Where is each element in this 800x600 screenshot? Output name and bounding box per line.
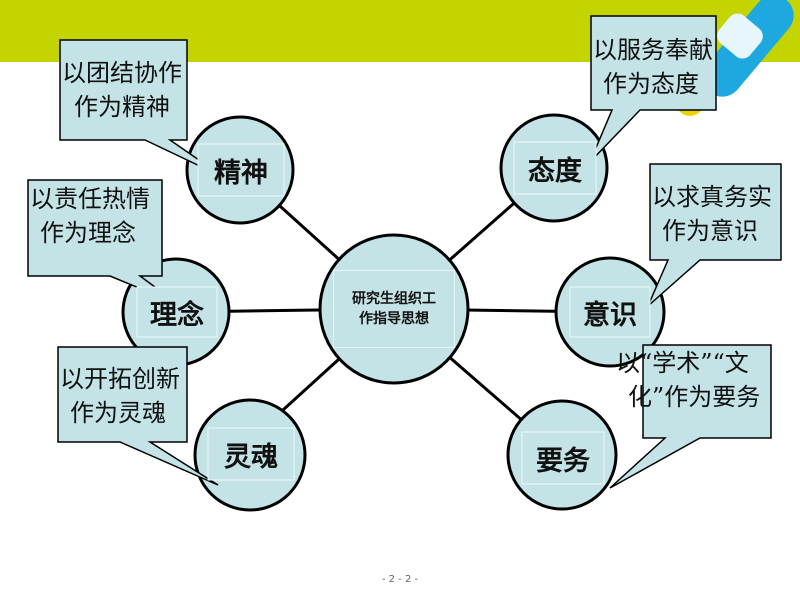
callout-linghun-line2: 作为灵魂 [70,399,166,427]
callout-linghun-line1: 以开拓创新 [60,365,180,393]
callout-taidu-line1: 以服务奉献 [593,36,713,64]
callout-text-yaowu: 以“学术”“文 化”作为要务 [616,346,760,414]
callout-jingshen-line1: 以团结协作 [62,59,182,87]
node-label-jingshen: 精神 [214,157,268,189]
node-label-linian: 理念 [150,299,204,331]
callout-linian-line2: 作为理念 [40,219,136,247]
callout-linghun [57,346,219,486]
callout-yishi [647,163,782,307]
callout-yishi-line1: 以求真务实 [652,183,772,211]
callout-yaowu-line1: 以“学术”“文 [616,349,749,377]
center-label: 研究生组织工 作指导思想 [333,270,455,348]
center-label-line1: 研究生组织工 [352,291,436,307]
callout-linian-line1: 以责任热情 [30,185,150,213]
center-label-line2: 作指导思想 [359,311,429,327]
callout-text-taidu: 以服务奉献 作为态度 [593,33,713,101]
callout-yishi-line2: 作为意识 [662,217,758,245]
callout-yaowu [609,344,772,489]
callout-taidu [589,15,717,163]
node-label-taidu: 态度 [528,155,582,187]
callout-taidu-line2: 作为态度 [603,70,699,98]
callout-yaowu-line2: 化”作为要务 [628,383,761,411]
node-label-yishi: 意识 [583,299,637,331]
callout-text-linghun: 以开拓创新 作为灵魂 [60,362,180,430]
callout-text-yishi: 以求真务实 作为意识 [652,180,772,248]
page-number: - 2 - 2 - [381,574,419,585]
callout-text-jingshen: 以团结协作 作为精神 [62,56,182,124]
node-label-linghun: 灵魂 [224,441,278,473]
callout-jingshen-line2: 作为精神 [74,93,170,121]
node-label-yaowu: 要务 [536,445,590,477]
callout-text-linian: 以责任热情 作为理念 [30,182,150,250]
